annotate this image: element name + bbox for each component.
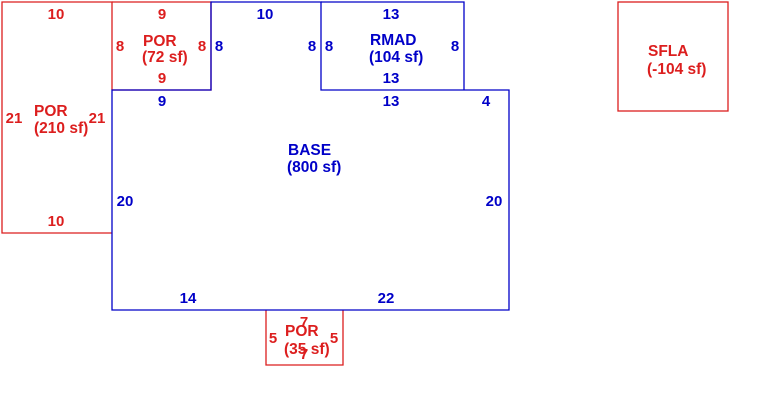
rmad-dim-left: 8 [325,38,333,55]
por-left-area: (210 sf) [34,120,88,137]
por-bottom-outline [265,310,344,366]
rmad-dim-top: 13 [383,6,400,23]
base-dim-top-right: 13 [383,93,400,110]
base-dim-right: 20 [486,193,503,210]
por-bottom-dim-right: 5 [330,330,338,347]
base-area: (800 sf) [287,159,341,176]
por-bottom-dim-bottom: 7 [300,346,308,363]
por-left-outline [1,1,113,234]
rmad-dim-right: 8 [451,38,459,55]
rmad-label: RMAD [370,32,417,49]
base-dim-bottom-left: 14 [180,290,197,307]
por-bottom-dim-left: 5 [269,330,277,347]
base-dim-bottom-right: 22 [378,290,395,307]
base-dim-top-left: 9 [158,93,166,110]
por-left-dim-left: 21 [6,110,23,127]
base-dim-left: 20 [117,193,134,210]
por-top-dim-left: 8 [116,38,124,55]
por-left-dim-bottom: 10 [48,213,65,230]
por-bottom-area: (35 sf) [284,341,330,358]
por-left-label: POR [34,103,68,120]
base-label: BASE [288,142,331,159]
por-bottom-dim-top: 7 [300,314,308,331]
por-top-label: POR [143,33,177,50]
base-outline [111,1,510,311]
sfla-outline [617,1,729,112]
base-dim-left-inner: 8 [215,38,223,55]
base-dim-top-step: 4 [482,93,491,110]
por-top-dim-right: 8 [198,38,206,55]
base-dim-connector-top: 10 [257,6,274,23]
por-left-dim-top: 10 [48,6,65,23]
rmad-dim-bottom: 13 [383,70,400,87]
por-bottom-label: POR [285,323,319,340]
rmad-outline [321,1,465,90]
sfla-area: (-104 sf) [647,61,706,78]
por-top-dim-bottom: 9 [158,70,166,87]
sfla-label: SFLA [648,43,688,60]
por-top-area: (72 sf) [142,49,188,66]
por-top-dim-top: 9 [158,6,166,23]
por-left-dim-right: 21 [89,110,106,127]
base-dim-right-inner: 8 [308,38,316,55]
rmad-area: (104 sf) [369,49,423,66]
